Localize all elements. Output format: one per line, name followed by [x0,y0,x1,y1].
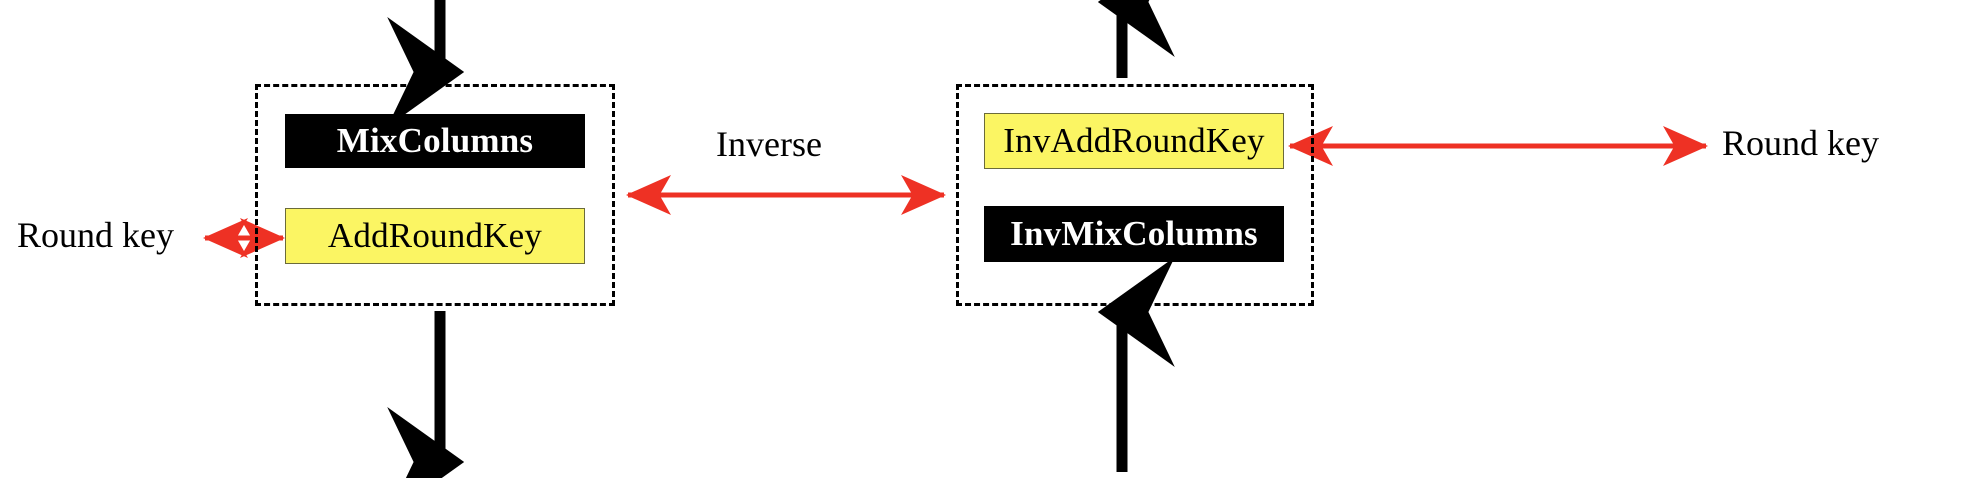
op-box-mixcolumns[interactable]: MixColumns [285,114,585,168]
op-box-invaddroundkey[interactable]: InvAddRoundKey [984,113,1284,169]
round-key-label-right: Round key [1722,123,1879,163]
op-box-addroundkey[interactable]: AddRoundKey [285,208,585,264]
op-box-invmixcolumns[interactable]: InvMixColumns [984,206,1284,262]
encryption-round-container [255,84,615,306]
round-key-label-left: Round key [17,215,174,255]
inverse-label: Inverse [716,124,822,164]
decryption-round-container [956,84,1314,306]
